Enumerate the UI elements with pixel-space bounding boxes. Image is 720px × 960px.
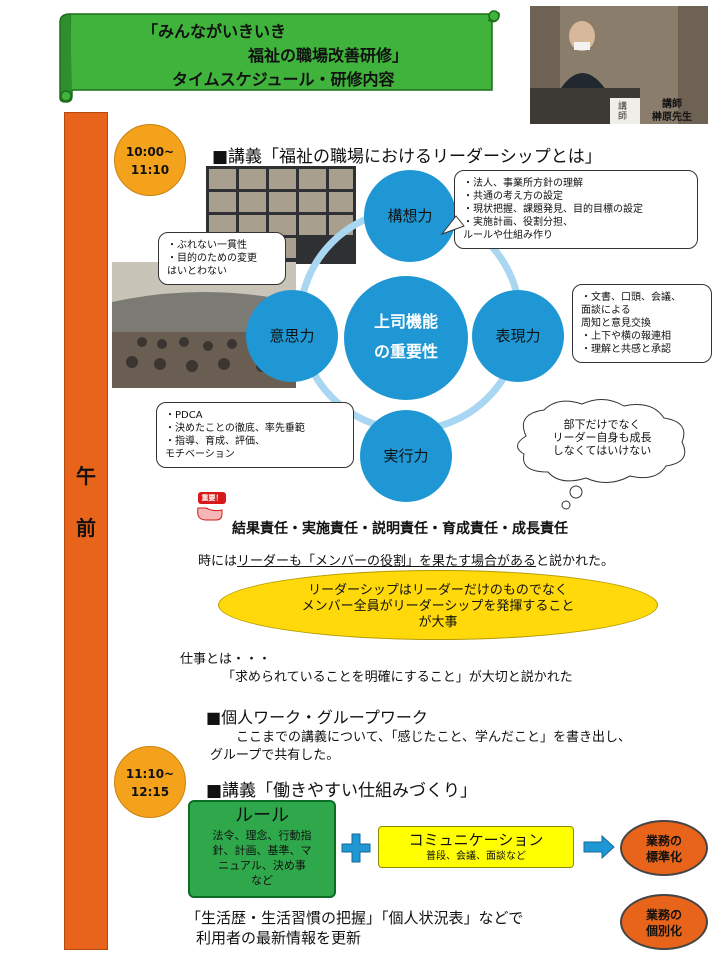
- arrow-right-icon: [583, 834, 615, 860]
- plus-icon: [341, 833, 371, 863]
- rule-title: ルール: [235, 805, 289, 826]
- group-work-line-2: グループで共有した。: [210, 748, 340, 763]
- communication-box: コミュニケーション 普段、会議、面談など: [378, 826, 574, 868]
- group-work-line-1: ここまでの講義について、「感じたこと、学んだこと」を書き出し、: [236, 730, 631, 745]
- title-banner: 「みんながいきいき 福祉の職場改善研修」 タイムスケジュール・研修内容: [56, 6, 502, 104]
- session1-time-badge: 10:00~ 11:10: [114, 124, 186, 196]
- communication-title: コミュニケーション: [408, 831, 544, 849]
- bottom-note: 「生活歴・生活習慣の把握」「個人状況表」などで 利用者の最新情報を更新: [186, 909, 524, 947]
- communication-sub: 普段、会議、面談など: [426, 851, 526, 862]
- rule-box: ルール 法令、理念、行動指 針、計画、基準、マ ニュアル、決め事 など: [188, 800, 336, 898]
- session2-heading: ■講義「働きやすい仕組みづくり」: [206, 781, 478, 801]
- instructor-photo: 講師: [530, 6, 708, 124]
- callout-vision: ・法人、事業所方針の理解 ・共通の考え方の設定 ・現状把握、課題発見、目的目標の…: [454, 170, 698, 249]
- rule-body: 法令、理念、行動指 針、計画、基準、マ ニュアル、決め事 など: [212, 829, 312, 887]
- thought-bubble-shape: [517, 399, 686, 510]
- cycle-node-execution: 実行力: [360, 410, 452, 502]
- title-line-2: 福祉の職場改善研修」: [248, 46, 409, 65]
- am-timeline-bar: [64, 112, 108, 950]
- callout-will: ・ぶれない一貫性 ・目的のための変更 はいとわない: [158, 232, 286, 285]
- title-line-3: タイムスケジュール・研修内容: [172, 70, 395, 89]
- cycle-node-will: 意思力: [246, 290, 338, 382]
- work-note-line-2: 「求められていることを明確にすること」が大切と説かれた: [222, 670, 573, 685]
- instructor-label: 講師 榊原先生: [652, 98, 714, 124]
- key-message-ellipse: リーダーシップはリーダーだけのものでなく メンバー全員がリーダーシップを発揮する…: [218, 570, 658, 640]
- responsibilities-line: 結果責任・実施責任・説明責任・育成責任・成長責任: [232, 521, 568, 537]
- result-standardization: 業務の 標準化: [620, 820, 708, 876]
- role-note: 時にはリーダーも「メンバーの役割」を果たす場合があると説かれた。: [198, 554, 615, 569]
- result-individualization: 業務の 個別化: [620, 894, 708, 950]
- important-badge-label: 重要！: [201, 494, 223, 502]
- callout-execution: ・PDCA ・決めたことの徹底、率先垂範 ・指導、育成、評価、 モチベーション: [156, 402, 354, 468]
- instructor-name: 榊原先生: [652, 112, 692, 123]
- callout-vision-tail: [440, 215, 465, 236]
- podium-sign-text: 講師: [618, 102, 628, 122]
- group-work-heading: ■個人ワーク・グループワーク: [206, 708, 428, 727]
- work-note-line-1: 仕事とは・・・: [180, 652, 272, 667]
- center-circle: 上司機能 の重要性: [344, 276, 468, 400]
- cycle-node-expression: 表現力: [472, 290, 564, 382]
- important-icon: 重要！: [192, 490, 228, 524]
- scroll-banner-shape: [59, 10, 500, 103]
- cycle-node-vision: 構想力: [364, 170, 456, 262]
- session2-time-badge: 11:10~ 12:15: [114, 746, 186, 818]
- session1-heading: ■講義「福祉の職場におけるリーダーシップとは」: [212, 147, 602, 167]
- am-label: 午 前: [76, 464, 96, 540]
- callout-expression: ・文書、口頭、会議、 面談による 周知と意見交換 ・上下や横の報連相 ・理解と共…: [572, 284, 712, 363]
- title-line-1: 「みんながいきいき: [142, 22, 287, 41]
- thought-bubble-text: 部下だけでなく リーダー自身も成長 しなくてはいけない: [552, 418, 652, 457]
- instructor-role: 講師: [662, 99, 682, 110]
